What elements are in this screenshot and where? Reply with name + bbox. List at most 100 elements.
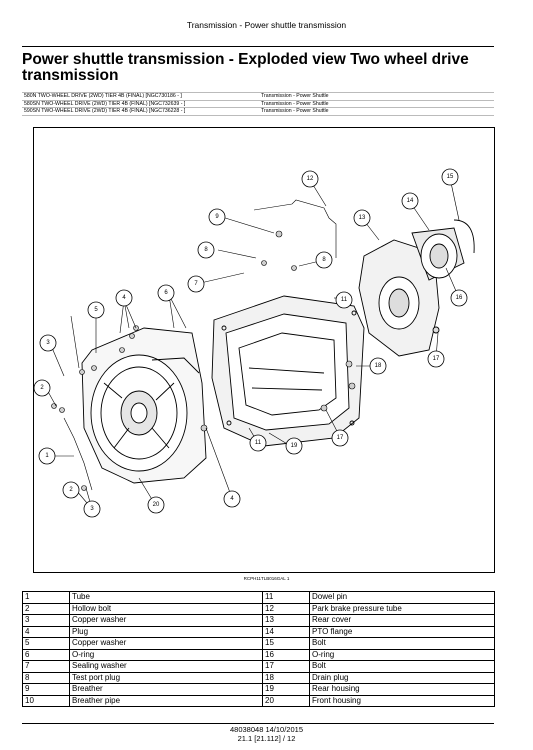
svg-text:13: 13	[359, 215, 366, 221]
svg-text:11: 11	[255, 440, 262, 446]
svg-text:17: 17	[433, 356, 440, 362]
svg-text:8: 8	[322, 257, 326, 263]
table-row: 580SN TWO-WHEEL DRIVE (2WD) TIER 4B (FIN…	[22, 99, 494, 108]
section-cell: Transmission - Power Shuttle	[259, 92, 494, 101]
part-number: 15	[262, 637, 310, 650]
svg-text:19: 19	[291, 443, 298, 449]
callout-8: 8	[315, 251, 333, 269]
part-number: 14	[262, 625, 310, 638]
svg-text:4: 4	[230, 496, 234, 502]
svg-text:2: 2	[40, 385, 44, 391]
part-number: 20	[262, 694, 310, 707]
tube-drawing	[63, 417, 93, 491]
part-number: 18	[262, 671, 310, 684]
svg-text:4: 4	[122, 295, 126, 301]
part-number: 3	[22, 614, 70, 627]
model-applicability-table: 580N TWO-WHEEL DRIVE (2WD) TIER 4B (FINA…	[22, 92, 494, 116]
footer-rule	[22, 723, 494, 724]
document-number: 48038048 14/10/2015	[230, 725, 303, 734]
part-number: 13	[262, 614, 310, 627]
part-description: O-ring	[69, 648, 263, 661]
part-number: 12	[262, 602, 310, 615]
callout-11: 11	[249, 434, 267, 452]
part-number: 1	[22, 591, 70, 604]
svg-text:3: 3	[90, 506, 94, 512]
rear-cover-drawing	[358, 219, 475, 357]
page-header: Transmission - Power shuttle transmissio…	[186, 20, 347, 30]
part-number: 19	[262, 683, 310, 696]
callout-12: 12	[301, 170, 319, 188]
part-description: Bolt	[309, 660, 495, 673]
section-cell: Transmission - Power Shuttle	[259, 107, 494, 116]
part-description: Drain plug	[309, 671, 495, 684]
svg-text:12: 12	[307, 176, 314, 182]
callout-14: 14	[401, 192, 419, 210]
figure-code: RCPH11TLB016GAL 1	[243, 576, 290, 581]
svg-text:8: 8	[204, 247, 208, 253]
svg-text:11: 11	[341, 297, 348, 303]
callout-13: 13	[353, 209, 371, 227]
callout-2: 2	[62, 481, 80, 499]
svg-text:5: 5	[94, 307, 98, 313]
model-cell: 590SN TWO-WHEEL DRIVE (2WD) TIER 4B (FIN…	[22, 107, 259, 116]
callout-3: 3	[39, 334, 57, 352]
callout-4: 4	[223, 490, 241, 508]
callout-17: 17	[331, 429, 349, 447]
svg-text:14: 14	[407, 198, 414, 204]
callout-15: 15	[441, 168, 459, 186]
front-housing-drawing	[81, 327, 207, 484]
part-number: 6	[22, 648, 70, 661]
pressure-tube-drawing	[253, 199, 337, 258]
section-cell: Transmission - Power Shuttle	[259, 99, 494, 108]
part-description: Breather pipe	[69, 694, 263, 707]
page-title: Power shuttle transmission - Exploded vi…	[22, 51, 469, 84]
part-description: Park brake pressure tube	[309, 602, 495, 615]
part-number: 11	[262, 591, 310, 604]
callout-4: 4	[115, 289, 133, 307]
part-description: Rear housing	[309, 683, 495, 696]
callout-19: 19	[285, 437, 303, 455]
part-number: 17	[262, 660, 310, 673]
table-row: 590SN TWO-WHEEL DRIVE (2WD) TIER 4B (FIN…	[22, 107, 494, 116]
rear-housing-drawing	[211, 295, 365, 447]
part-number: 4	[22, 625, 70, 638]
part-description: Copper washer	[69, 614, 263, 627]
part-description: O-ring	[309, 648, 495, 661]
callout-8: 8	[197, 241, 215, 259]
part-description: Rear cover	[309, 614, 495, 627]
model-cell: 580SN TWO-WHEEL DRIVE (2WD) TIER 4B (FIN…	[22, 99, 259, 108]
page-number: 21.1 [21.112] / 12	[237, 733, 296, 743]
callout-17: 17	[427, 350, 445, 368]
svg-text:3: 3	[46, 340, 50, 346]
svg-text:7: 7	[194, 281, 198, 287]
callout-20: 20	[147, 496, 165, 514]
svg-text:18: 18	[375, 363, 382, 369]
svg-text:6: 6	[164, 290, 168, 296]
callout-1: 1	[38, 447, 56, 465]
callout-6: 6	[157, 284, 175, 302]
svg-text:16: 16	[456, 295, 463, 301]
header-rule	[22, 46, 494, 47]
part-number: 5	[22, 637, 70, 650]
svg-text:9: 9	[215, 214, 219, 220]
svg-text:20: 20	[153, 502, 160, 508]
callout-16: 16	[450, 289, 468, 307]
part-description: Breather	[69, 683, 263, 696]
part-number: 10	[22, 694, 70, 707]
svg-text:2: 2	[69, 487, 73, 493]
part-description: Copper washer	[69, 637, 263, 650]
callout-11: 11	[335, 291, 353, 309]
part-description: Plug	[69, 625, 263, 638]
part-description: Tube	[69, 591, 263, 604]
part-description: Sealing washer	[69, 660, 263, 673]
part-description: Hollow bolt	[69, 602, 263, 615]
